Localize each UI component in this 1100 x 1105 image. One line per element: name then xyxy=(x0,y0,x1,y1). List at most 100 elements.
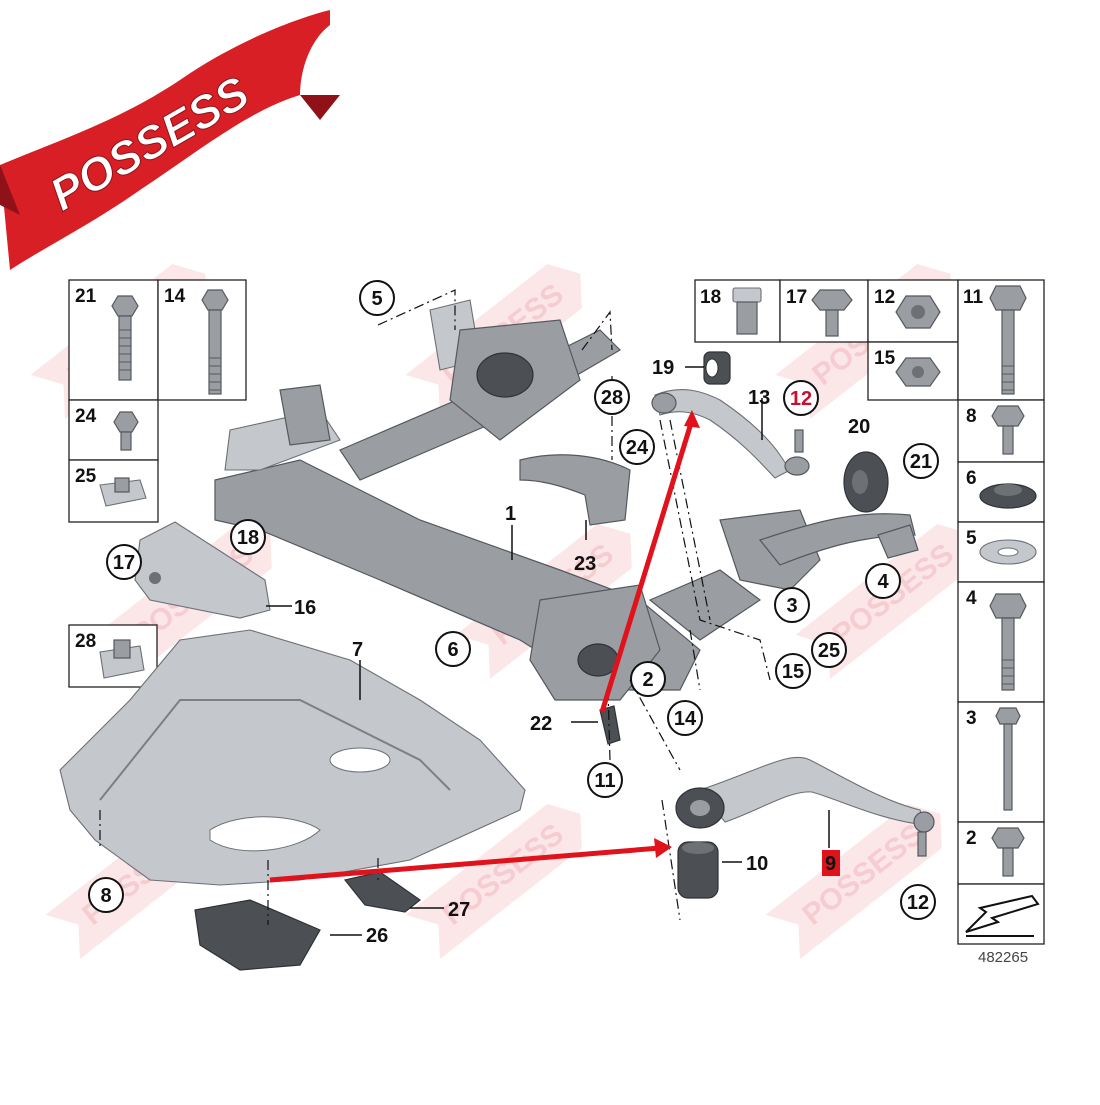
grid-label-17: 17 xyxy=(786,287,807,308)
svg-text:8: 8 xyxy=(100,885,111,907)
logo-ribbon-fold xyxy=(300,95,340,120)
bolt-24-icon xyxy=(113,411,139,451)
cover-27-illustration xyxy=(343,871,422,913)
svg-text:5: 5 xyxy=(371,288,382,310)
svg-text:15: 15 xyxy=(782,661,804,683)
lower-control-arm-illustration xyxy=(675,756,935,857)
label-20: 20 xyxy=(848,416,870,438)
grid-label-15: 15 xyxy=(874,348,896,369)
label-23: 23 xyxy=(574,553,596,575)
bolt-3-icon xyxy=(995,707,1021,811)
svg-text:24: 24 xyxy=(626,437,649,459)
nut-12-icon xyxy=(895,295,941,329)
grid-label-8: 8 xyxy=(966,406,977,427)
callout-18: 18 xyxy=(230,519,266,555)
brand-logo: POSSESS xyxy=(0,10,340,270)
label-leaders xyxy=(266,366,830,936)
washer-5-icon xyxy=(979,539,1037,565)
callout-12-upper: 12 xyxy=(783,380,819,416)
arrow-head-icon xyxy=(654,838,672,858)
grid-label-24: 24 xyxy=(75,406,97,427)
label-27: 27 xyxy=(448,899,470,921)
diagram-id: 482265 xyxy=(978,949,1028,966)
grid-label-28: 28 xyxy=(75,631,96,652)
svg-text:12: 12 xyxy=(790,388,812,410)
nut-15-icon xyxy=(895,357,941,387)
logo-ribbon-shape xyxy=(0,10,330,270)
grid-label-21: 21 xyxy=(75,286,97,307)
label-10: 10 xyxy=(746,853,768,875)
grid-label-25: 25 xyxy=(75,466,97,487)
callout-8: 8 xyxy=(88,877,124,913)
svg-text:4: 4 xyxy=(877,571,889,593)
svg-text:21: 21 xyxy=(910,451,932,473)
callout-11: 11 xyxy=(587,762,623,798)
cover-26-illustration xyxy=(194,899,321,971)
bushing-10-illustration xyxy=(677,841,719,899)
svg-text:25: 25 xyxy=(818,640,840,662)
svg-text:28: 28 xyxy=(601,387,623,409)
callout-28: 28 xyxy=(594,379,630,415)
svg-text:6: 6 xyxy=(447,639,458,661)
logo-ribbon-tail xyxy=(0,165,20,215)
subframe-illustration xyxy=(214,299,919,701)
callout-6: 6 xyxy=(435,631,471,667)
grid-label-4: 4 xyxy=(966,588,977,609)
svg-text:3: 3 xyxy=(786,595,797,617)
svg-text:12: 12 xyxy=(907,892,929,914)
top-parts-grid: 18 17 12 15 xyxy=(694,279,959,401)
callout-3: 3 xyxy=(774,587,810,623)
label-26: 26 xyxy=(366,925,388,947)
bolt-17-icon xyxy=(811,289,853,337)
label-16: 16 xyxy=(294,597,316,619)
svg-text:18: 18 xyxy=(237,527,259,549)
callout-4: 4 xyxy=(865,563,901,599)
bolt-14-icon xyxy=(201,289,229,395)
clip-25-icon xyxy=(99,477,147,507)
grid-label-3: 3 xyxy=(966,708,977,729)
bushing-6-icon xyxy=(979,483,1037,509)
bolt-21-icon xyxy=(111,295,139,381)
svg-text:2: 2 xyxy=(642,669,653,691)
bolt-2-icon xyxy=(991,827,1025,877)
label-1: 1 xyxy=(505,503,516,525)
label-7: 7 xyxy=(352,639,363,661)
callout-24: 24 xyxy=(619,429,655,465)
bracket-22-illustration xyxy=(599,705,621,745)
label-22: 22 xyxy=(530,713,552,735)
bracket-23-illustration xyxy=(519,454,631,526)
svg-text:11: 11 xyxy=(594,770,615,792)
mount-20-illustration xyxy=(843,451,889,513)
grid-label-6: 6 xyxy=(966,468,977,489)
circled-callouts: 5 28 24 12 21 18 17 4 xyxy=(88,280,939,920)
callout-17: 17 xyxy=(106,544,142,580)
direction-arrow-icon xyxy=(965,894,1040,937)
grid-label-2: 2 xyxy=(966,828,977,849)
callout-5: 5 xyxy=(359,280,395,316)
clip-28-icon xyxy=(99,639,145,679)
label-9: 9 xyxy=(825,853,836,875)
grid-label-12: 12 xyxy=(874,287,895,308)
bushing-19-illustration xyxy=(703,351,731,385)
highlight-arrows xyxy=(269,410,700,883)
bolt-11-icon xyxy=(989,285,1027,395)
right-parts-column: 11 8 6 5 4 3 2 xyxy=(957,279,1045,966)
sleeve-18-icon xyxy=(732,287,762,335)
svg-text:17: 17 xyxy=(113,552,135,574)
callout-25: 25 xyxy=(811,632,847,668)
bolt-4-icon xyxy=(989,593,1027,691)
grid-cell-21 xyxy=(68,279,159,401)
label-13: 13 xyxy=(748,387,770,409)
label-19: 19 xyxy=(652,357,674,379)
grid-label-14: 14 xyxy=(164,286,186,307)
callout-15: 15 xyxy=(775,653,811,689)
grid-label-5: 5 xyxy=(966,528,977,549)
part-9-highlight xyxy=(822,850,840,876)
grid-label-18: 18 xyxy=(700,287,721,308)
callout-14: 14 xyxy=(667,700,703,736)
bolt-8-icon xyxy=(991,405,1025,455)
upper-control-arm-illustration xyxy=(651,389,810,479)
arrow-head-icon xyxy=(684,410,700,428)
